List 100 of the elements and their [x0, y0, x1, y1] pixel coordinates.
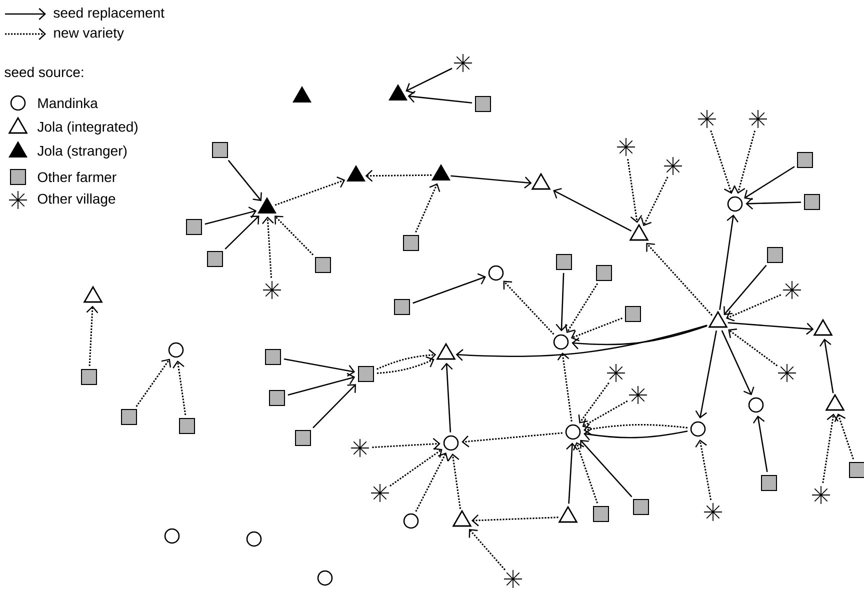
arrow — [724, 264, 767, 316]
arrow — [415, 452, 448, 512]
arrow — [86, 306, 98, 366]
square-marker — [394, 299, 410, 315]
asterisk-marker — [704, 503, 722, 521]
arrow — [580, 440, 632, 498]
square-marker — [295, 430, 311, 446]
arrow — [584, 428, 688, 440]
legend-text: Other village — [38, 193, 116, 207]
circle-marker — [727, 196, 743, 212]
arrow — [752, 416, 768, 472]
arrow — [695, 439, 712, 500]
asterisk-marker — [607, 364, 625, 382]
arrow — [274, 176, 346, 206]
square-marker — [212, 142, 228, 158]
square-marker — [804, 194, 820, 210]
legend-text: Jola (stranger) — [37, 145, 127, 159]
square-marker — [556, 254, 572, 270]
asterisk-marker — [371, 484, 389, 502]
arrow — [288, 372, 356, 396]
asterisk-marker — [698, 110, 716, 128]
arrow — [582, 400, 628, 429]
asterisk-marker — [263, 281, 281, 299]
square-marker — [849, 462, 864, 478]
asterisk-marker — [783, 281, 801, 299]
square-marker — [186, 219, 202, 235]
arrow — [744, 166, 795, 200]
circle-marker — [488, 265, 504, 281]
square-marker — [593, 506, 609, 522]
arrow — [721, 330, 754, 396]
arrow — [728, 322, 814, 335]
square-marker — [761, 475, 777, 491]
arrow — [372, 438, 440, 450]
circle-marker — [246, 531, 262, 547]
legend-text: seed replacement — [54, 7, 164, 21]
square-marker — [179, 418, 195, 434]
square-marker — [207, 251, 223, 267]
asterisk-marker — [454, 54, 472, 72]
square-marker — [596, 265, 612, 281]
asterisk-marker — [664, 157, 682, 175]
arrow — [566, 442, 578, 504]
square-marker — [81, 369, 97, 385]
arrow — [440, 362, 453, 432]
asterisk-marker — [617, 138, 635, 156]
arrow — [412, 273, 486, 304]
arrow — [570, 318, 622, 342]
asterisk-marker — [749, 110, 767, 128]
square-marker — [633, 499, 649, 515]
arrow — [822, 414, 839, 484]
arrow — [710, 130, 736, 194]
arrow — [228, 160, 262, 202]
square-marker — [265, 349, 281, 365]
arrow — [695, 330, 718, 419]
square-marker — [358, 366, 374, 382]
legend-text: Other farmer — [38, 172, 116, 182]
arrow — [646, 242, 713, 316]
legend-text: new variety — [54, 27, 124, 41]
square-marker — [315, 257, 331, 273]
arrow — [456, 324, 708, 361]
circle-marker — [748, 397, 764, 413]
circle-marker — [690, 421, 706, 437]
arrow — [746, 198, 802, 210]
arrow — [503, 280, 554, 335]
arrow — [572, 442, 598, 504]
circle-marker — [168, 342, 184, 358]
arrow — [627, 158, 642, 223]
arrow — [312, 384, 356, 428]
arrow — [820, 338, 834, 394]
circle-marker — [443, 435, 459, 451]
arrow — [376, 349, 436, 370]
circle-marker — [164, 528, 180, 544]
arrow — [136, 358, 172, 407]
arrow — [728, 328, 778, 366]
arrow — [734, 130, 756, 194]
asterisk-marker — [812, 486, 830, 504]
asterisk-marker — [629, 386, 647, 404]
arrow — [578, 382, 610, 424]
asterisk-marker — [778, 364, 796, 382]
arrow — [262, 216, 274, 278]
asterisk-marker — [351, 439, 369, 457]
arrow — [553, 188, 632, 232]
square-marker — [797, 152, 813, 168]
arrow — [726, 294, 782, 322]
square-marker — [269, 390, 285, 406]
legend-text: Jola (integrated) — [37, 121, 138, 135]
arrow — [450, 175, 532, 188]
square-marker — [403, 235, 419, 251]
circle-marker — [553, 334, 569, 350]
arrow — [415, 183, 440, 233]
arrow — [584, 423, 688, 436]
arrow — [834, 414, 854, 460]
arrow — [565, 283, 598, 333]
arrow — [448, 454, 462, 509]
circle-marker — [403, 513, 419, 529]
arrow — [572, 325, 708, 350]
circle-marker — [317, 570, 333, 586]
square-marker — [475, 96, 491, 112]
legend-heading: seed source: — [4, 66, 84, 78]
arrow — [557, 352, 572, 422]
square-marker — [121, 409, 137, 425]
